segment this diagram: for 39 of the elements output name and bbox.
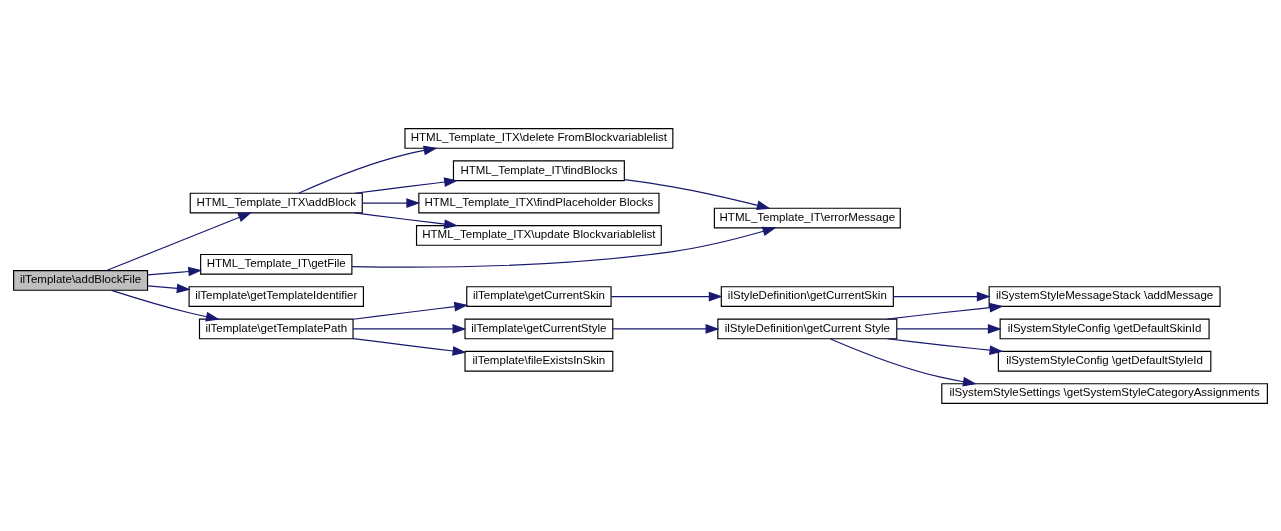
node-box: ilTemplate\getCurrentStyle <box>464 318 614 339</box>
node-box: ilTemplate\addBlockFile <box>13 269 149 291</box>
node-box: HTML_Template_IT\findBlocks <box>452 159 625 181</box>
node-box: ilTemplate\fileExistsInSkin <box>464 350 614 372</box>
arrow <box>352 337 467 356</box>
node-box: HTML_Template_ITX\findPlaceholder Blocks <box>418 192 660 213</box>
node-box: ilTemplate\getTemplateIdentifier <box>188 285 364 307</box>
arrow <box>896 323 1002 334</box>
node-box: HTML_Template_ITX\addBlock <box>189 192 363 213</box>
node-box: HTML_Template_ITX\update Blockvariablelist <box>415 224 662 246</box>
arrow <box>111 289 220 321</box>
node-box: HTML_Template_IT\getFile <box>200 253 353 275</box>
arrow <box>623 178 771 210</box>
node-box: ilStyleDefinition\getCurrent Style <box>717 318 898 339</box>
arrow <box>612 323 720 334</box>
node-box: ilTemplate\getTemplatePath <box>198 318 354 339</box>
arrow <box>298 145 438 194</box>
arrow <box>352 301 469 320</box>
node-box: HTML_Template_IT\errorMessage <box>713 207 901 228</box>
arrow <box>106 211 252 271</box>
arrow <box>352 323 467 334</box>
arrow <box>361 197 421 208</box>
arrow <box>354 211 458 229</box>
node-box: HTML_Template_ITX\delete FromBlockvariablelist <box>404 127 674 149</box>
arrow <box>886 302 1004 320</box>
node-box: ilStyleDefinition\getCurrentSkin <box>720 285 894 307</box>
arrow <box>886 337 1004 355</box>
arrow <box>147 266 203 276</box>
node-box: ilSystemStyleSettings \getSystemStyleCategoryAssignments <box>941 382 1268 404</box>
node-box: ilSystemStyleConfig \getDefaultSkinId <box>999 318 1210 339</box>
arrow <box>354 176 458 194</box>
node-box: ilSystemStyleMessageStack \addMessage <box>988 285 1221 307</box>
node-box: ilTemplate\getCurrentSkin <box>466 285 612 307</box>
arrow <box>892 291 991 301</box>
arrow <box>830 337 977 386</box>
arrow <box>610 291 723 301</box>
node-box: ilSystemStyleConfig \getDefaultStyleId <box>997 350 1212 372</box>
arrow <box>147 283 191 293</box>
arrow <box>351 226 777 268</box>
